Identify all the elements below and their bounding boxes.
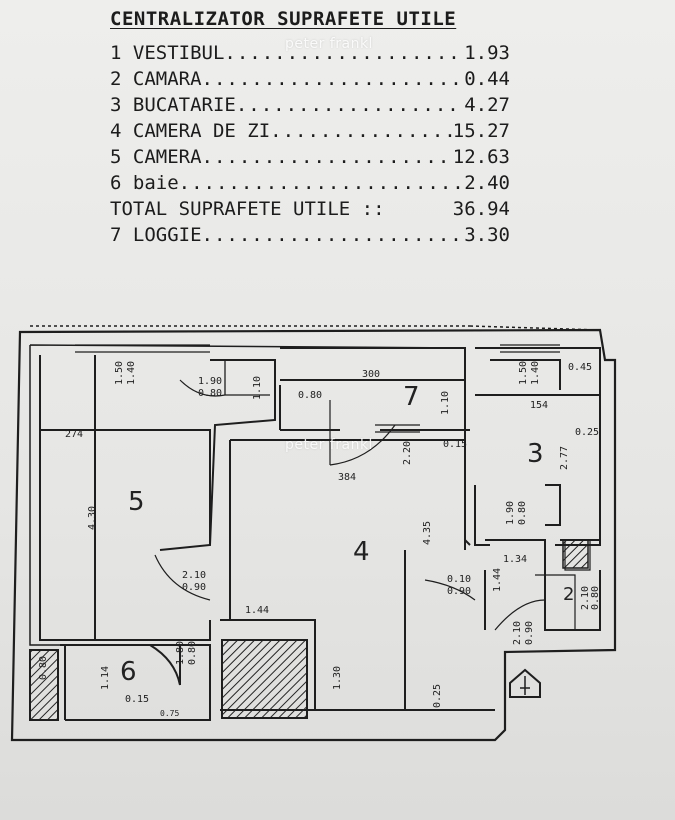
dim-label: 2.10 <box>580 586 591 610</box>
dot-leader: .............................. <box>224 42 464 64</box>
dim-label: 0.80 <box>517 501 528 525</box>
dim-label: 0.25 <box>575 427 599 438</box>
dim-label: 0.15 <box>443 439 467 450</box>
area-row-camera-de-zi: 4 CAMERA DE ZI .........................… <box>110 118 510 144</box>
dim-label: 0.15 <box>125 694 149 705</box>
dim-label: 2.10 <box>182 570 206 581</box>
room-number-3: 3 <box>527 439 544 469</box>
dim-label: 0.90 <box>447 586 471 597</box>
area-row-value: 15.27 <box>452 120 510 142</box>
dot-leader: .............................. <box>201 68 465 90</box>
dim-label: 1.10 <box>252 376 263 400</box>
room-number-4: 4 <box>353 537 370 567</box>
area-row-vestibul: 1 VESTIBUL .............................… <box>110 40 510 66</box>
dim-label: 0.80 <box>187 641 198 665</box>
dim-label: 4.30 <box>87 506 98 530</box>
area-row-bucatarie: 3 BUCATARIE ............................… <box>110 92 510 118</box>
area-row-label: 6 baie <box>110 172 179 194</box>
dim-label: 0.90 <box>182 582 206 593</box>
dim-label: 1.90 <box>505 501 516 525</box>
dot-leader: .............................. <box>178 172 465 194</box>
dim-label: 1.14 <box>100 666 111 690</box>
room-number-2: 2 <box>563 584 574 605</box>
dot-leader: .............................. <box>201 146 453 168</box>
dim-label: 1.10 <box>440 391 451 415</box>
watermark: peter frankl <box>285 36 373 52</box>
dim-label: 1.40 <box>530 361 541 385</box>
area-row-label: 4 CAMERA DE ZI <box>110 120 271 142</box>
watermark: peter frankl <box>285 437 373 453</box>
area-row-camera: 5 CAMERA .............................. … <box>110 144 510 170</box>
area-row-value: 1.93 <box>464 42 510 64</box>
area-row-value: 3.30 <box>464 224 510 246</box>
dim-label: 0.80 <box>38 656 49 680</box>
dot-leader <box>385 196 453 222</box>
dot-leader: .............................. <box>201 224 465 246</box>
dim-label: 0.80 <box>198 388 222 399</box>
dim-label: 0.80 <box>298 390 322 401</box>
document-title: CENTRALIZATOR SUPRAFETE UTILE <box>110 8 457 30</box>
dim-label: 0.10 <box>447 574 471 585</box>
dim-label: 1.34 <box>503 554 527 565</box>
area-row-value: 36.94 <box>452 198 510 220</box>
dim-label: 0.90 <box>524 621 535 645</box>
area-row-label: 7 LOGGIE <box>110 224 202 246</box>
dim-label: 1.50 <box>518 361 529 385</box>
dim-label: 2.20 <box>402 441 413 465</box>
area-row-loggie: 7 LOGGIE .............................. … <box>110 222 510 248</box>
room-number-7: 7 <box>403 382 420 412</box>
area-row-camara: 2 CAMARA .............................. … <box>110 66 510 92</box>
dim-label: 1.44 <box>245 605 269 616</box>
area-row-label: 2 CAMARA <box>110 68 202 90</box>
room-number-6: 6 <box>120 657 137 687</box>
dim-label: 2.77 <box>559 446 570 470</box>
dim-label: 0.45 <box>568 362 592 373</box>
dot-leader: .............................. <box>235 94 464 116</box>
area-row-baie: 6 baie .............................. 2.… <box>110 170 510 196</box>
dim-label: 2.10 <box>512 621 523 645</box>
dim-label: 1.90 <box>198 376 222 387</box>
dim-label: 300 <box>362 369 380 380</box>
floor-plan: 7 5 4 3 2 6 274 4.30 1.50 1.40 1.90 0.80… <box>10 325 617 742</box>
area-row-label: 1 VESTIBUL <box>110 42 225 64</box>
dim-label: 1.80 <box>175 641 186 665</box>
area-row-label: TOTAL SUPRAFETE UTILE :: <box>110 198 385 220</box>
dim-label: 0.75 <box>160 709 179 718</box>
area-row-label: 5 CAMERA <box>110 146 202 168</box>
dim-label: 274 <box>65 429 83 440</box>
dot-leader: .............................. <box>270 120 453 142</box>
dim-label: 154 <box>530 400 548 411</box>
area-row-value: 0.44 <box>464 68 510 90</box>
dim-label: 1.30 <box>332 666 343 690</box>
dim-label: 4.35 <box>422 521 433 545</box>
dim-label: 0.25 <box>432 684 443 708</box>
area-row-value: 12.63 <box>452 146 510 168</box>
dim-label: 1.44 <box>492 568 503 592</box>
area-row-total: TOTAL SUPRAFETE UTILE :: 36.94 <box>110 196 510 222</box>
area-summary-table: 1 VESTIBUL .............................… <box>110 40 510 248</box>
dim-label: 384 <box>338 472 356 483</box>
area-row-label: 3 BUCATARIE <box>110 94 236 116</box>
room-number-5: 5 <box>128 487 145 517</box>
area-row-value: 2.40 <box>464 172 510 194</box>
dim-label: 1.50 <box>114 361 125 385</box>
entrance-arrow-icon <box>509 668 541 698</box>
dim-label: 1.40 <box>126 361 137 385</box>
dim-label: 0.80 <box>590 586 601 610</box>
area-row-value: 4.27 <box>464 94 510 116</box>
